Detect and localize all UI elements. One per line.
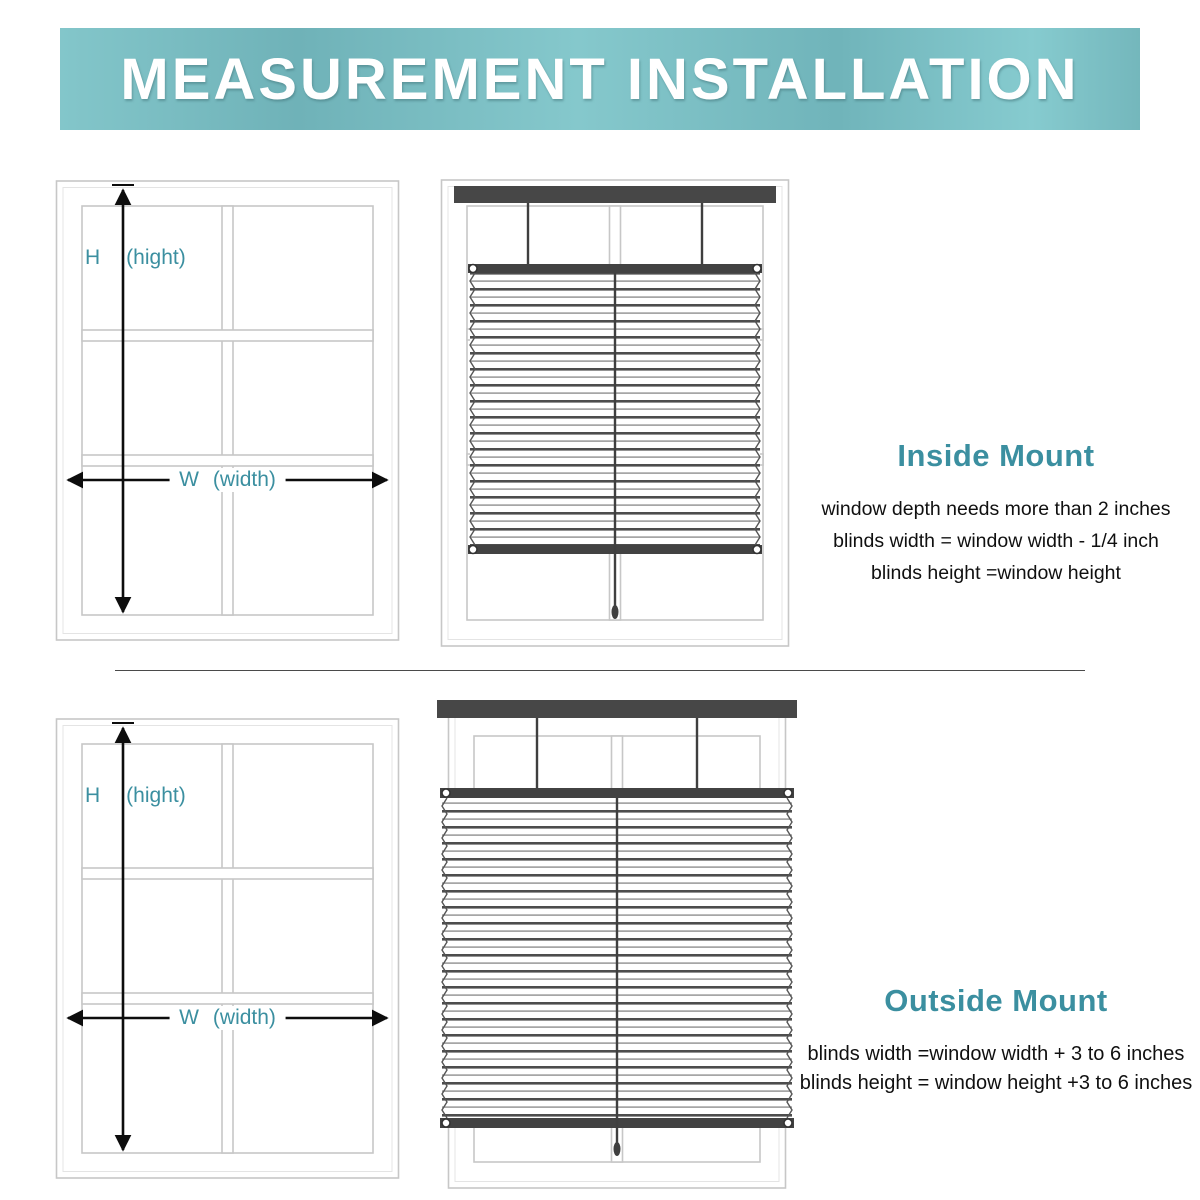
bottom-rail-end-cap [441, 1118, 451, 1128]
pleat-edge-left [469, 272, 476, 546]
valance-bar [454, 186, 776, 203]
outside-mount-line: blinds height = window height +3 to 6 in… [799, 1072, 1193, 1094]
bottom-rail-end-cap [468, 544, 478, 555]
height-word: (hight) [126, 784, 186, 807]
pleat-edge-left [441, 797, 448, 1119]
cord-tassel [613, 1142, 621, 1156]
outside-mount-blinds-illustration [437, 698, 797, 1195]
headrail [468, 264, 762, 273]
inside-mount-line: blinds height =window height [871, 562, 1121, 584]
inside-mount-blinds-illustration [440, 176, 790, 650]
width-label: W (width) [169, 468, 286, 492]
pleat-edge-right [754, 272, 761, 546]
height-letter: H [85, 784, 101, 807]
width-letter: W [179, 1006, 199, 1029]
bottom-rail-end-cap [752, 544, 762, 555]
headrail-end-cap [752, 263, 762, 274]
inside-mount-caption: Inside Mount window depth needs more tha… [793, 438, 1199, 594]
window-illustration [55, 718, 400, 1179]
height-word: (hight) [126, 246, 186, 269]
outside-mount-window [437, 700, 797, 1189]
outside-mount-title: Outside Mount [884, 983, 1108, 1018]
inside-mount-window [440, 179, 790, 647]
window-illustration [55, 180, 400, 641]
headrail [440, 788, 794, 798]
pleated-shade [437, 700, 797, 1156]
width-label: W (width) [169, 1006, 286, 1030]
outside-mount-caption: Outside Mount blinds width =window width… [793, 983, 1199, 1101]
inside-mount-line: window depth needs more than 2 inches [821, 498, 1171, 520]
cord-tassel [611, 605, 619, 619]
inside-mount-line: blinds width = window width - 1/4 inch [833, 530, 1159, 552]
window-measurement-diagram-bottom: H (hight) W (width) [55, 710, 400, 1180]
width-word: (width) [212, 1006, 276, 1029]
height-label: H (hight) [85, 784, 186, 808]
headrail-end-cap [783, 788, 793, 798]
valance-bar [437, 700, 797, 718]
height-letter: H [85, 246, 101, 269]
height-label: H (hight) [85, 246, 186, 270]
window-measurement-diagram-top: H (hight) W (width) [55, 172, 400, 642]
title-banner: MEASUREMENT INSTALLATION [60, 28, 1140, 130]
width-letter: W [179, 468, 199, 491]
outside-mount-line: blinds width =window width + 3 to 6 inch… [807, 1043, 1185, 1065]
width-word: (width) [212, 468, 276, 491]
page-title: MEASUREMENT INSTALLATION [120, 46, 1080, 112]
headrail-end-cap [441, 788, 451, 798]
height-arrow [112, 184, 134, 614]
headrail-end-cap [468, 263, 478, 274]
inside-mount-title: Inside Mount [897, 438, 1095, 473]
height-arrow [112, 722, 134, 1152]
pleated-shade [454, 186, 776, 619]
section-divider [115, 670, 1085, 671]
pleat-edge-right [786, 797, 793, 1119]
bottom-rail-end-cap [783, 1118, 793, 1128]
